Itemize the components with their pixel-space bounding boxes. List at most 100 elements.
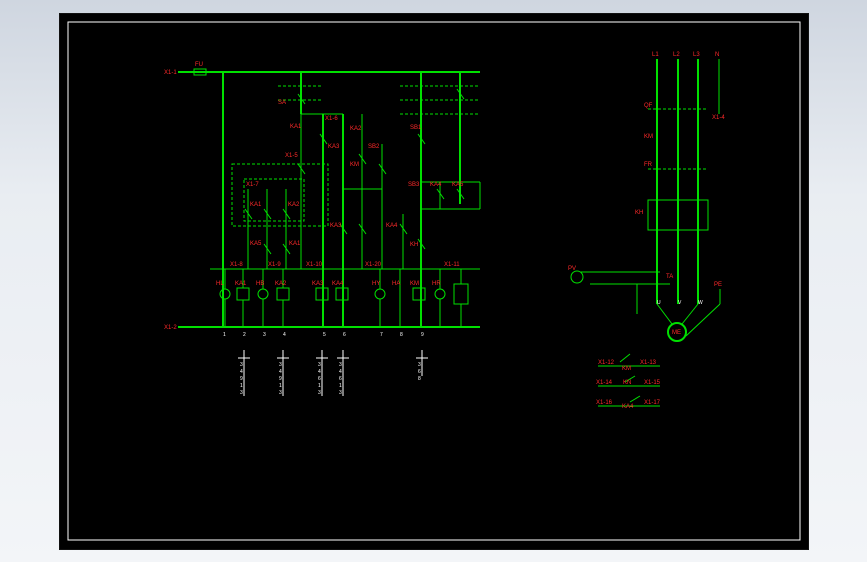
contact-table-4-value-4: 1 xyxy=(339,383,342,389)
contact-table-1-value-2: 4 xyxy=(240,369,243,375)
contact-table-3-value-5: 3 xyxy=(318,390,321,396)
power-circuit: L1 L2 L3 N QF X1-4 KM FR KH PV TA U V W … xyxy=(568,52,725,342)
contact-table-5-value-3: 8 xyxy=(418,376,421,382)
contact-table-3: 3 4 6 1 3 xyxy=(316,350,328,396)
control-circuit: FU X1-1 X1-2 SA X1-6 KA1 KA2 SB1 KA3 SB2… xyxy=(164,62,481,338)
label-x1-1: X1-1 xyxy=(164,70,177,76)
label-x1-13: X1-13 xyxy=(640,360,657,366)
label-me: ME xyxy=(672,330,681,336)
label-hb: HB xyxy=(256,281,264,287)
label-hy: HY xyxy=(372,281,380,287)
wire-number-7: 7 xyxy=(380,332,383,338)
voltmeter-symbol xyxy=(570,270,584,284)
wire-number-5: 5 xyxy=(323,332,326,338)
contact-table-5: 3 6 8 xyxy=(416,350,428,382)
contact-table-2: 3 4 9 1 3 xyxy=(277,350,289,396)
contact-table-3-value-3: 6 xyxy=(318,376,321,382)
label-fu: FU xyxy=(195,62,203,68)
wire-number-4: 4 xyxy=(283,332,286,338)
contact-table-1: 3 4 9 1 3 xyxy=(238,350,250,396)
label-ta: TA xyxy=(666,274,673,280)
contact-table-1-value-1: 3 xyxy=(240,362,243,368)
drawing-frame xyxy=(67,21,801,541)
label-hr: HR xyxy=(432,281,441,287)
label-x1-10: X1-10 xyxy=(306,262,323,268)
label-hl: HL xyxy=(216,281,224,287)
label-ha: HA xyxy=(392,281,400,287)
label-x1-14: X1-14 xyxy=(596,380,613,386)
contact-table-4: 3 4 6 1 3 xyxy=(337,350,349,396)
label-km-coil: KM xyxy=(410,281,419,287)
label-kn-2: KN xyxy=(623,380,631,386)
label-ka3-coil: KA3 xyxy=(312,281,324,287)
contact-table-5-value-2: 6 xyxy=(418,369,421,375)
label-kh-power: KH xyxy=(635,210,643,216)
label-n: N xyxy=(715,52,719,58)
label-x1-16: X1-16 xyxy=(596,400,613,406)
wire-number-9: 9 xyxy=(421,332,424,338)
label-kn-1: KM xyxy=(622,366,631,372)
label-ka3-top: KA3 xyxy=(328,144,340,150)
contact-table-4-value-5: 3 xyxy=(339,390,342,396)
thermal-relay-box xyxy=(647,199,709,231)
label-x1-9: X1-9 xyxy=(268,262,281,268)
label-ka4-coil: KA4 xyxy=(332,281,344,287)
label-ka1-coil: KA1 xyxy=(235,281,247,287)
label-kh: KH xyxy=(410,242,418,248)
wire-number-8: 8 xyxy=(400,332,403,338)
electrical-schematic: FU X1-1 X1-2 SA X1-6 KA1 KA2 SB1 KA3 SB2… xyxy=(67,21,801,541)
label-ka2-top: KA2 xyxy=(350,126,362,132)
label-pv: PV xyxy=(568,266,576,272)
label-x1-17: X1-17 xyxy=(644,400,661,406)
contact-table-2-value-5: 3 xyxy=(279,390,282,396)
label-sa: SA xyxy=(278,100,286,106)
label-km-power: KM xyxy=(644,134,653,140)
label-sb2: SB2 xyxy=(368,144,380,150)
contact-table-4-value-2: 4 xyxy=(339,369,342,375)
label-x1-15: X1-15 xyxy=(644,380,661,386)
label-x1-20: X1-20 xyxy=(365,262,382,268)
label-ka4-ref: KA4 xyxy=(622,404,634,410)
label-v: V xyxy=(678,300,682,306)
fuse-symbol xyxy=(193,68,207,76)
label-ka1-top: KA1 xyxy=(290,124,302,130)
contact-table-5-value-1: 3 xyxy=(418,362,421,368)
label-sb1: SB1 xyxy=(410,125,422,131)
contact-table-2-value-1: 3 xyxy=(279,362,282,368)
label-x1-11: X1-11 xyxy=(444,262,460,268)
label-x1-8: X1-8 xyxy=(230,262,243,268)
label-sb3: SB3 xyxy=(408,182,420,188)
contact-table-2-value-3: 9 xyxy=(279,376,282,382)
contact-tables: 3 4 9 1 3 3 4 9 1 3 3 4 6 1 3 3 xyxy=(238,350,428,396)
label-ka4-low: KA4 xyxy=(386,223,398,229)
label-l3: L3 xyxy=(693,52,700,58)
label-l1: L1 xyxy=(652,52,659,58)
label-ka1-mid: KA1 xyxy=(250,202,262,208)
drawing-sheet: FU X1-1 X1-2 SA X1-6 KA1 KA2 SB1 KA3 SB2… xyxy=(59,13,809,550)
wire-number-6: 6 xyxy=(343,332,346,338)
label-ka4-mid: KA4 xyxy=(430,182,442,188)
label-km-mid: KM xyxy=(350,162,359,168)
label-fr: FR xyxy=(644,162,653,168)
label-ka2-mid: KA2 xyxy=(288,202,300,208)
label-x1-6: X1-6 xyxy=(325,116,338,122)
label-ka5-low: KA5 xyxy=(250,241,262,247)
label-ka2-coil: KA2 xyxy=(275,281,287,287)
label-x1-5: X1-5 xyxy=(285,153,298,159)
contact-table-2-value-2: 4 xyxy=(279,369,282,375)
contact-table-1-value-3: 9 xyxy=(240,376,243,382)
label-ka5-mid: KA5 xyxy=(452,182,464,188)
terminal-references: X1-12 KM X1-13 X1-14 KN X1-15 X1-16 KA4 … xyxy=(596,353,661,410)
contact-table-3-value-4: 1 xyxy=(318,383,321,389)
label-w: W xyxy=(698,300,703,306)
contact-table-4-value-3: 6 xyxy=(339,376,342,382)
contact-table-1-value-4: 1 xyxy=(240,383,243,389)
wire-number-2: 2 xyxy=(243,332,246,338)
wire-number-1: 1 xyxy=(223,332,226,338)
contact-table-3-value-2: 4 xyxy=(318,369,321,375)
label-x1-7: X1-7 xyxy=(246,182,259,188)
label-x1-12: X1-12 xyxy=(598,360,615,366)
label-pe: PE xyxy=(714,282,722,288)
contact-table-1-value-5: 3 xyxy=(240,390,243,396)
wire-number-3: 3 xyxy=(263,332,266,338)
